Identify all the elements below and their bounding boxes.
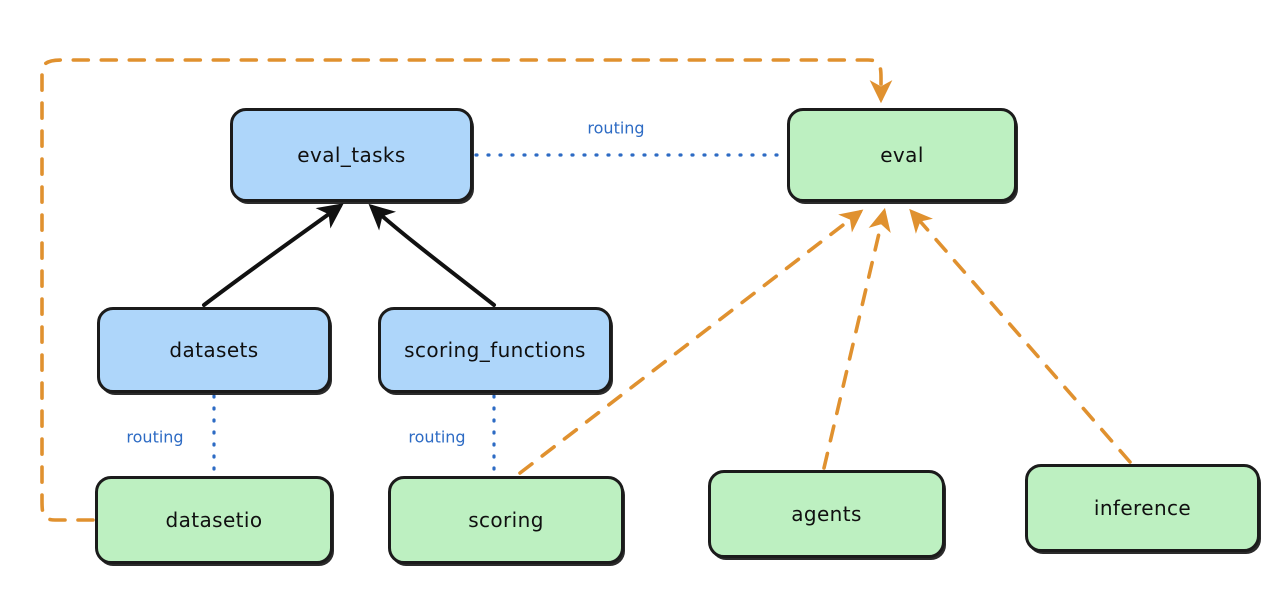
node-inference-label: inference	[1093, 496, 1192, 520]
edge-label-routing-scoring-functions-scoring: routing	[408, 427, 466, 447]
node-datasetio-label: datasetio	[165, 508, 263, 532]
node-scoring[interactable]: scoring	[388, 476, 624, 564]
node-agents-label: agents	[791, 502, 862, 526]
node-agents[interactable]: agents	[708, 470, 945, 558]
edge-agents-to-eval	[822, 207, 891, 470]
node-eval-label: eval	[880, 143, 924, 167]
node-datasetio[interactable]: datasetio	[95, 476, 333, 564]
edge-label-routing-datasets-datasetio: routing	[126, 427, 184, 447]
edge-label-routing-eval-tasks-eval: routing	[587, 118, 645, 138]
node-scoring-label: scoring	[468, 508, 544, 532]
node-eval-tasks-label: eval_tasks	[297, 143, 406, 167]
node-eval[interactable]: eval	[787, 108, 1017, 202]
node-datasets-label: datasets	[169, 338, 259, 362]
node-scoring-functions-label: scoring_functions	[404, 338, 586, 362]
edge-inference-to-eval	[909, 208, 1132, 464]
node-datasets[interactable]: datasets	[97, 307, 331, 393]
node-scoring-functions[interactable]: scoring_functions	[378, 307, 612, 393]
edge-datasets-to-eval-tasks	[202, 203, 344, 307]
edge-scoring-functions-to-eval-tasks	[368, 203, 496, 307]
node-inference[interactable]: inference	[1025, 464, 1260, 552]
node-eval-tasks[interactable]: eval_tasks	[230, 108, 473, 202]
